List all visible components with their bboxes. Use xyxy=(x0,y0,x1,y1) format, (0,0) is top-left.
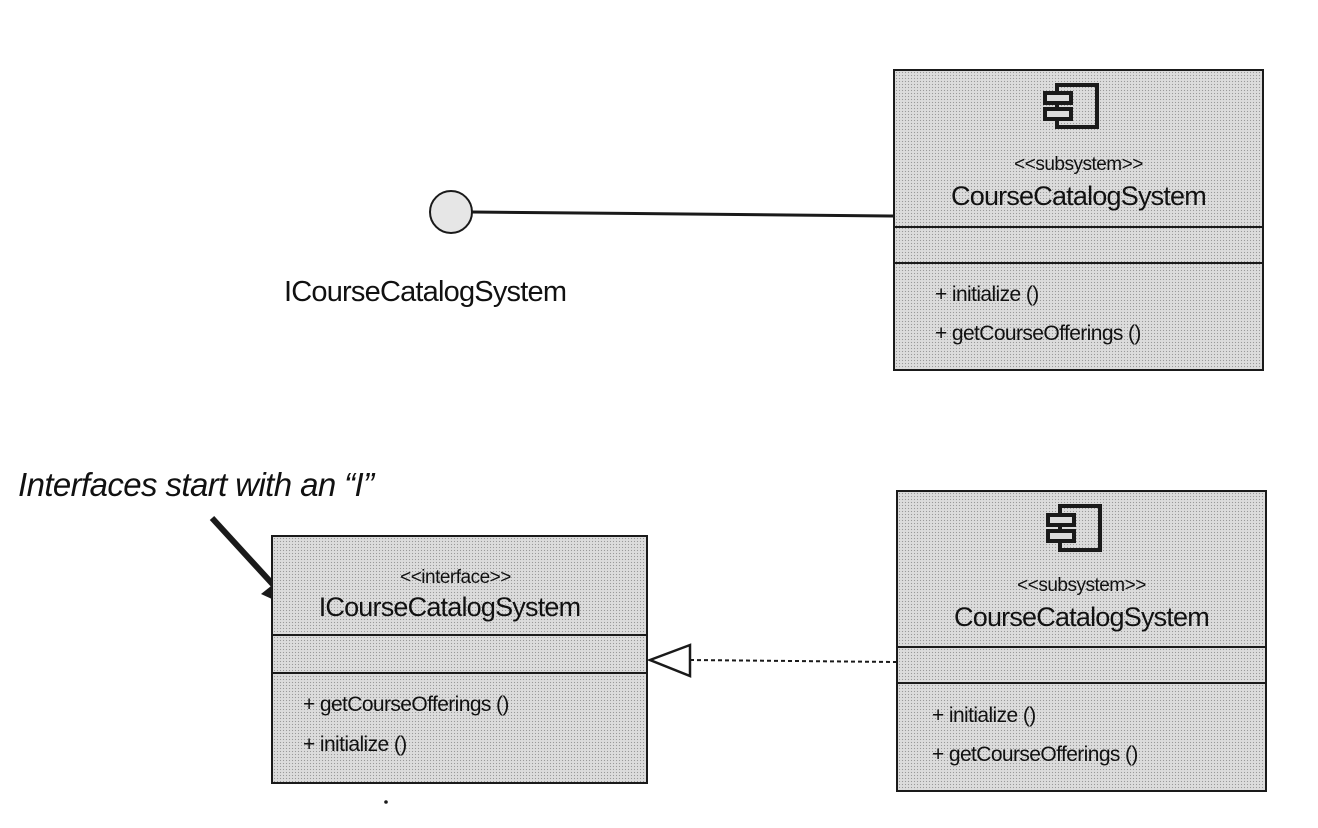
interface-name-compartment: <<interface>> ICourseCatalogSystem xyxy=(273,537,646,634)
note-arrow-line xyxy=(209,515,281,593)
operation-getcourseofferings: + getCourseOfferings () xyxy=(303,693,509,716)
subsystem-stereotype: <<subsystem>> xyxy=(1017,575,1146,596)
interface-class-box: <<interface>> ICourseCatalogSystem + get… xyxy=(271,535,648,784)
subsystem-name-compartment: <<subsystem>> CourseCatalogSystem xyxy=(898,492,1265,646)
subsystem-name: CourseCatalogSystem xyxy=(951,181,1207,211)
subsystem-name-compartment: <<subsystem>> CourseCatalogSystem xyxy=(895,71,1262,226)
interface-stereotype: <<interface>> xyxy=(400,567,511,588)
realization-dashed-line xyxy=(689,659,897,663)
operation-initialize: + initialize () xyxy=(935,283,1039,306)
interface-lollipop-icon xyxy=(429,190,473,234)
subsystem-attributes-compartment xyxy=(895,226,1262,264)
operation-getcourseofferings: + getCourseOfferings () xyxy=(932,743,1138,766)
note-text: Interfaces start with an “I” xyxy=(18,466,374,503)
component-icon xyxy=(1046,504,1102,552)
top-interface-label: ICourseCatalogSystem xyxy=(284,276,567,308)
operation-getcourseofferings: + getCourseOfferings () xyxy=(935,322,1141,345)
subsystem-name: CourseCatalogSystem xyxy=(954,602,1210,632)
component-icon xyxy=(1043,83,1099,129)
subsystem-stereotype: <<subsystem>> xyxy=(1014,154,1143,175)
operation-initialize: + initialize () xyxy=(932,704,1036,727)
lollipop-connector xyxy=(471,210,895,218)
subsystem-attributes-compartment xyxy=(898,646,1265,684)
bottom-subsystem-box: <<subsystem>> CourseCatalogSystem + init… xyxy=(896,490,1267,792)
interface-attributes-compartment xyxy=(273,634,646,674)
top-subsystem-box: <<subsystem>> CourseCatalogSystem + init… xyxy=(893,69,1264,371)
realization-arrowhead-icon xyxy=(646,643,692,678)
operation-initialize: + initialize () xyxy=(303,733,407,756)
speck xyxy=(384,800,388,804)
interface-name: ICourseCatalogSystem xyxy=(318,592,581,622)
